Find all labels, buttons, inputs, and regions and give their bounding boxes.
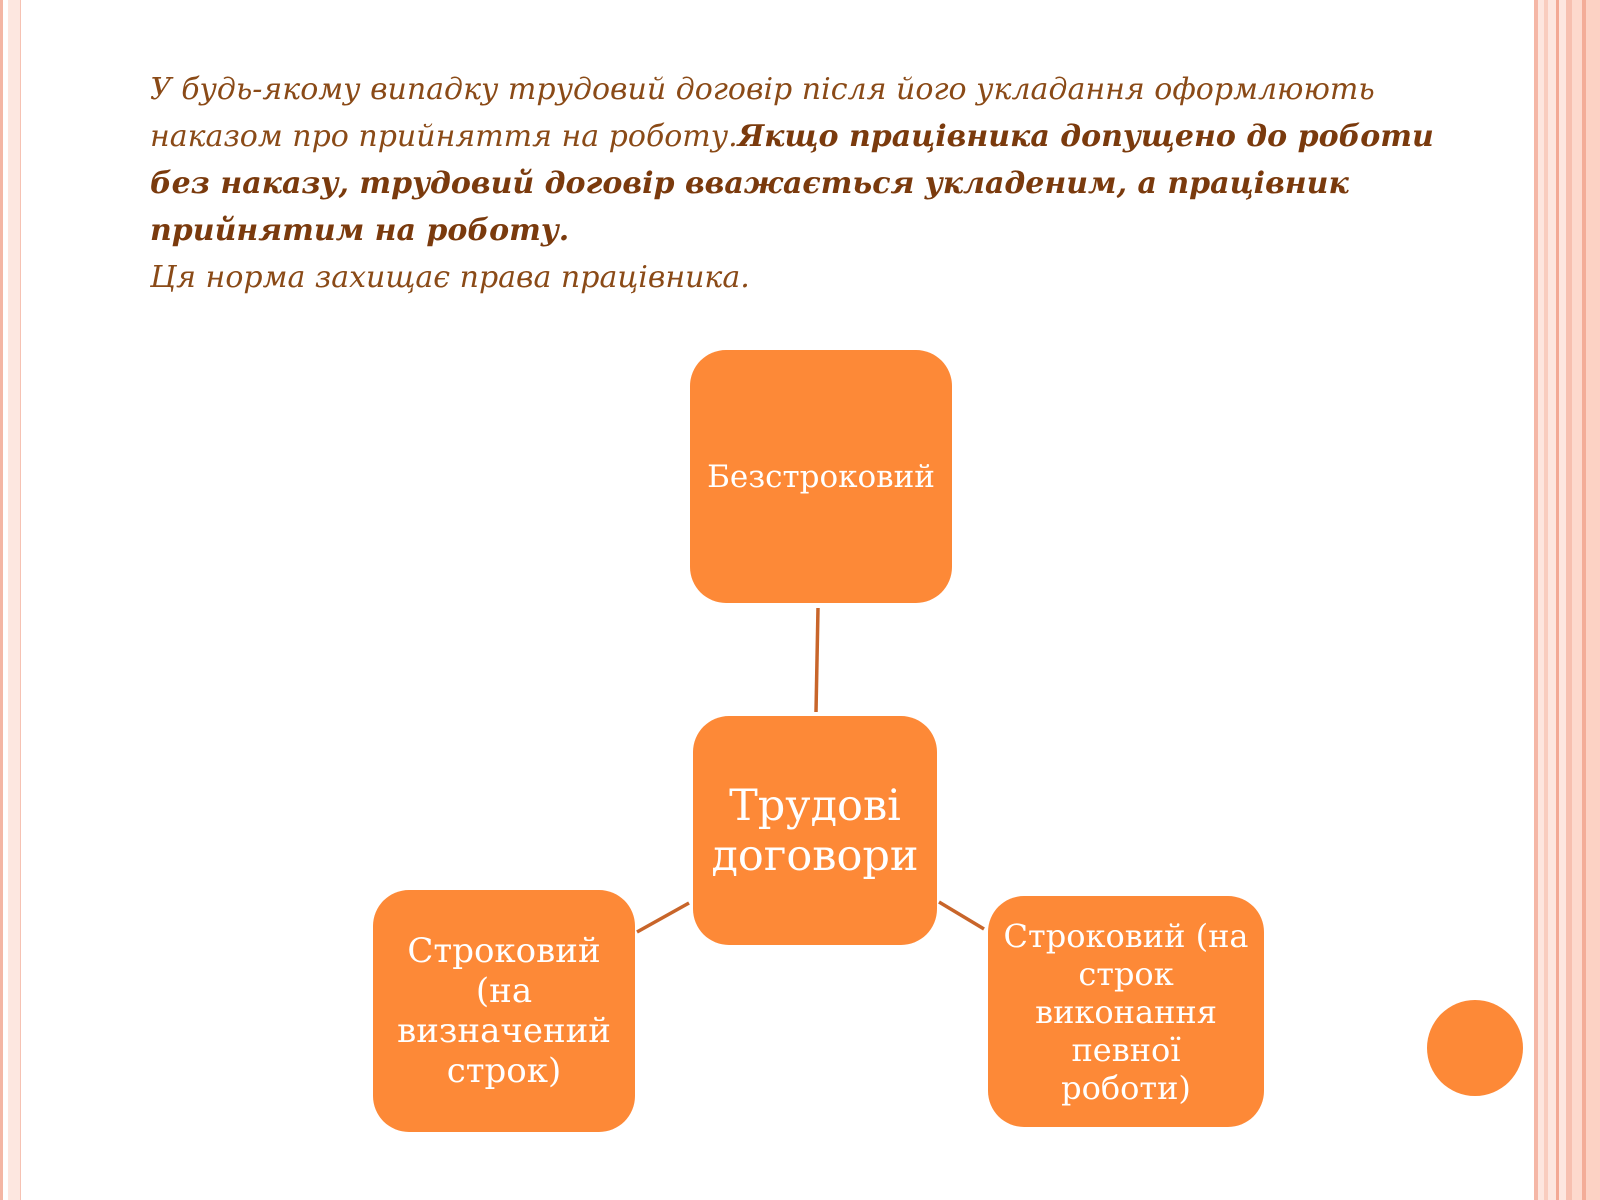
node-fixed-term-label: Строковий (на визначений строк) xyxy=(397,931,611,1091)
node-indefinite-contract: Безстроковий xyxy=(690,350,952,603)
node-fixed-term-contract: Строковий (на визначений строк) xyxy=(373,890,635,1132)
node-labor-contracts: Трудові договори xyxy=(693,716,937,945)
connector-right xyxy=(938,900,985,931)
intro-sentence: У будь-якому випадку трудовий договір пі… xyxy=(150,72,1375,154)
intro-paragraph: У будь-якому випадку трудовий договір пі… xyxy=(150,66,1490,254)
connector-left xyxy=(636,901,690,934)
node-center-label: Трудові договори xyxy=(711,780,919,881)
intro-note: Ця норма захищає права працівника. xyxy=(150,260,750,295)
intro-text: У будь-якому випадку трудовий договір пі… xyxy=(150,66,1490,301)
decorative-circle xyxy=(1427,1000,1523,1096)
node-task-term-contract: Строковий (на строк виконання певної роб… xyxy=(988,896,1264,1127)
left-border-band xyxy=(8,0,20,1200)
right-decorative-stripes xyxy=(1532,0,1600,1200)
connector-top xyxy=(814,607,820,713)
left-border-line xyxy=(20,0,21,1200)
node-indefinite-label: Безстроковий xyxy=(707,458,935,495)
intro-bold-sentence: Якщо працівника допущено до роботи без н… xyxy=(150,119,1434,248)
node-task-term-label: Строковий (на строк виконання певної роб… xyxy=(1003,916,1249,1107)
left-border-stripe xyxy=(0,0,3,1200)
